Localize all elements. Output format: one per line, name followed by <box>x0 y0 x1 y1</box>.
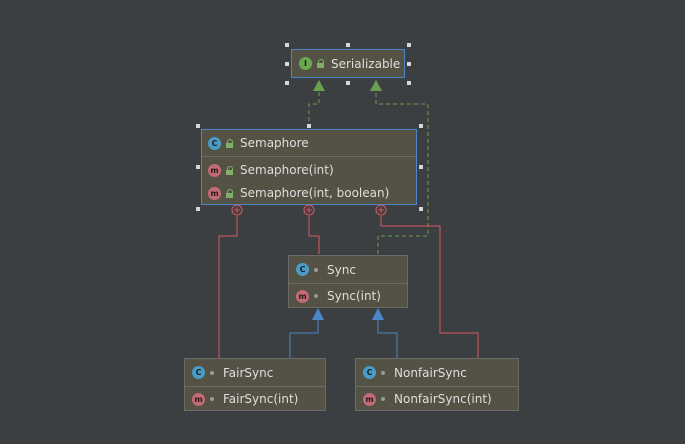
resize-handle[interactable] <box>419 165 423 169</box>
member-row[interactable]: m Sync(int) <box>289 285 407 307</box>
package-private-icon <box>314 267 318 272</box>
implements-arrowhead-sync <box>370 80 382 91</box>
class-icon: C <box>208 136 221 150</box>
inner-class-edge-fairsync <box>218 216 238 358</box>
extends-arrowhead-fairsync <box>312 308 324 320</box>
public-lock-icon <box>226 138 233 148</box>
nonfairsync-title: NonfairSync <box>394 365 467 380</box>
class-icon: C <box>192 366 205 379</box>
sync-title: Sync <box>327 262 356 277</box>
sync-node[interactable]: C Sync m Sync(int) <box>288 255 408 308</box>
inner-class-marker-3 <box>375 204 387 216</box>
method-icon: m <box>208 163 221 177</box>
method-icon: m <box>208 186 221 200</box>
member-label: Semaphore(int) <box>240 163 334 177</box>
resize-handle[interactable] <box>419 207 423 211</box>
method-icon: m <box>296 289 309 303</box>
package-private-icon <box>381 370 385 375</box>
semaphore-node[interactable]: C Semaphore m Semaphore(int) m Semaphore… <box>201 129 417 205</box>
resize-handle[interactable] <box>419 124 423 128</box>
implements-edge-semaphore <box>308 92 320 128</box>
resize-handle[interactable] <box>285 62 289 66</box>
package-private-icon <box>314 294 318 298</box>
extends-edge-nonfairsync <box>377 320 398 358</box>
fairsync-title: FairSync <box>223 365 274 380</box>
inner-class-marker-2 <box>303 204 315 216</box>
class-icon: C <box>296 263 309 276</box>
resize-handle[interactable] <box>346 43 350 47</box>
member-row[interactable]: m NonfairSync(int) <box>356 388 518 410</box>
nonfairsync-node[interactable]: C NonfairSync m NonfairSync(int) <box>355 358 519 411</box>
resize-handle[interactable] <box>407 81 411 85</box>
implements-edge-sync <box>375 92 429 254</box>
package-private-icon <box>210 370 214 375</box>
resize-handle[interactable] <box>407 62 411 66</box>
method-icon: m <box>363 392 376 406</box>
member-label: Semaphore(int, boolean) <box>240 186 390 200</box>
inner-class-marker-1 <box>231 204 243 216</box>
member-label: FairSync(int) <box>223 392 299 406</box>
resize-handle[interactable] <box>196 207 200 211</box>
member-row[interactable]: m FairSync(int) <box>185 388 325 410</box>
member-label: Sync(int) <box>327 289 381 303</box>
resize-handle[interactable] <box>285 81 289 85</box>
inner-class-edge-nonfairsync <box>380 216 479 358</box>
member-row[interactable]: m Semaphore(int) <box>202 159 416 181</box>
public-lock-icon <box>226 188 233 198</box>
package-private-icon <box>381 397 385 401</box>
method-icon: m <box>192 392 205 406</box>
resize-handle[interactable] <box>407 43 411 47</box>
serializable-node[interactable]: I Serializable <box>291 49 405 78</box>
member-label: NonfairSync(int) <box>394 392 492 406</box>
semaphore-title: Semaphore <box>240 136 309 150</box>
resize-handle[interactable] <box>196 124 200 128</box>
public-lock-icon <box>226 165 233 175</box>
class-icon: C <box>363 366 376 379</box>
implements-arrowhead-semaphore <box>313 80 325 91</box>
fairsync-node[interactable]: C FairSync m FairSync(int) <box>184 358 326 411</box>
inner-class-edge-sync <box>308 216 320 254</box>
resize-handle[interactable] <box>307 124 311 128</box>
serializable-title: Serializable <box>331 56 401 71</box>
interface-icon: I <box>299 57 312 70</box>
resize-handle[interactable] <box>196 165 200 169</box>
extends-edge-fairsync <box>289 320 319 358</box>
public-lock-icon <box>317 59 324 68</box>
resize-handle[interactable] <box>285 43 289 47</box>
extends-arrowhead-nonfairsync <box>372 308 384 320</box>
package-private-icon <box>210 397 214 401</box>
member-row[interactable]: m Semaphore(int, boolean) <box>202 182 416 204</box>
resize-handle[interactable] <box>346 81 350 85</box>
